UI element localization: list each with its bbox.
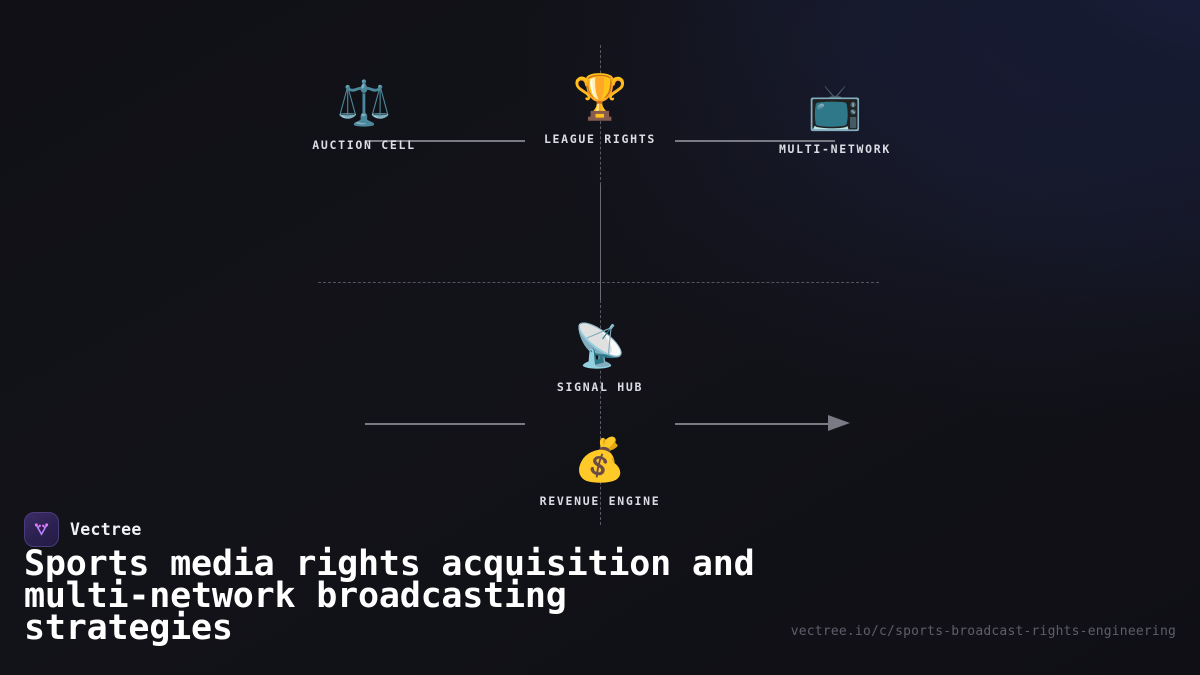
share-url: vectree.io/c/sports-broadcast-rights-eng… [790, 624, 1176, 639]
arrow-head-icon [828, 415, 850, 431]
satellite-dish-icon: 📡 [573, 321, 627, 370]
page-title: Sports media rights acquisition and mult… [24, 544, 755, 648]
trophy-icon: 🏆 [572, 72, 628, 123]
diagram-node-auction-cell: ⚖️ AUCTION CELL [244, 78, 484, 152]
node-label-auction-cell: AUCTION CELL [312, 138, 416, 152]
node-label-signal-hub: SIGNAL HUB [556, 380, 644, 394]
brand-name: Vectree [70, 520, 142, 539]
node-label-multi-network: MULTI-NETWORK [778, 142, 892, 156]
flow-line-right [675, 423, 830, 425]
node-label-league-rights: LEAGUE RIGHTS [543, 132, 657, 146]
flow-line-left [365, 423, 525, 425]
television-icon: 📺 [807, 82, 863, 133]
horizontal-dashed-divider [318, 281, 879, 283]
vertical-solid-line-middle [599, 185, 601, 300]
node-label-revenue-engine: REVENUE ENGINE [539, 494, 661, 508]
brand-lockup: Vectree [24, 512, 142, 547]
diagram-node-revenue-engine: 💰 REVENUE ENGINE [480, 434, 720, 508]
money-bag-icon: 💰 [573, 435, 627, 484]
diagram-node-signal-hub: 📡 SIGNAL HUB [480, 320, 720, 394]
diagram-node-league-rights: 🏆 LEAGUE RIGHTS [480, 72, 720, 146]
balance-scale-icon: ⚖️ [336, 78, 392, 129]
vectree-tree-logo-icon [24, 512, 59, 547]
diagram-node-multi-network: 📺 MULTI-NETWORK [715, 82, 955, 156]
